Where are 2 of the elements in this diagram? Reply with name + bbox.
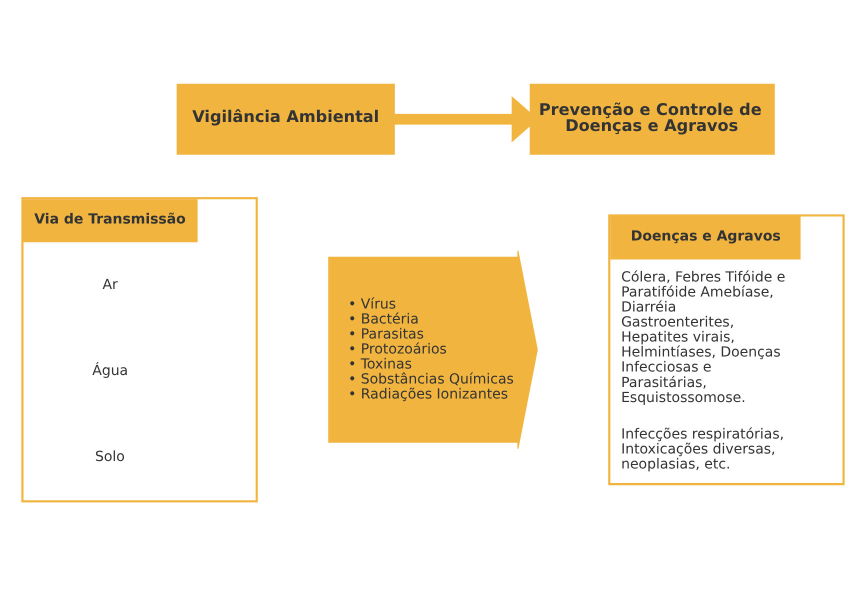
node-box: Prevenção e Controle de Doenças e Agravos xyxy=(530,83,775,154)
node-box: Vigilância Ambiental xyxy=(176,83,395,154)
